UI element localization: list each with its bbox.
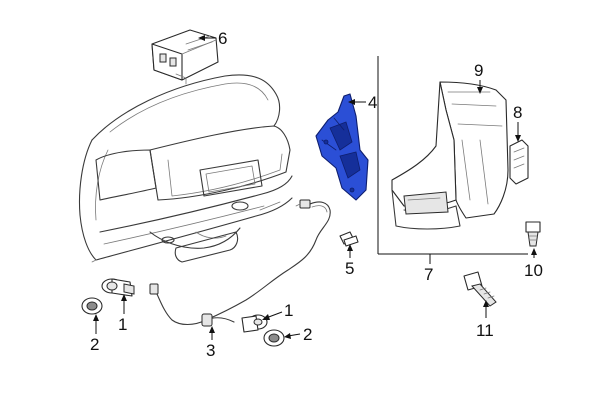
- part-1-sensor-left: [101, 278, 135, 297]
- part-8-clip: [509, 139, 529, 185]
- part-5-bolt: [339, 231, 359, 247]
- callout-1-left: 1: [118, 315, 127, 334]
- part-1-sensor-right: [241, 314, 268, 333]
- callout-11: 11: [476, 321, 494, 340]
- callout-7: 7: [424, 265, 433, 284]
- part-4-bracket-highlighted: [315, 93, 369, 201]
- vehicle-rear-outline: [79, 74, 293, 263]
- callout-1-right: 1: [284, 301, 293, 320]
- leader-lines: [93, 35, 537, 340]
- callout-4: 4: [368, 93, 377, 112]
- callout-2-left: 2: [90, 335, 99, 354]
- part-9-splash-shield: [391, 81, 509, 230]
- callout-6: 6: [218, 29, 227, 48]
- callout-10: 10: [524, 261, 543, 280]
- callout-labels: 6 4 9 8 5 7 10 1 2 3 1 2 11: [90, 29, 543, 360]
- part-10-screw: [525, 221, 541, 247]
- part-2-ring-left: [81, 297, 103, 315]
- callout-3: 3: [206, 341, 215, 360]
- callout-8: 8: [513, 103, 522, 122]
- callout-2-right: 2: [303, 325, 312, 344]
- part-11-bolt: [463, 271, 497, 307]
- part-2-ring-right: [263, 329, 285, 347]
- part-3-wiring-harness: [149, 199, 331, 327]
- callout-9: 9: [474, 61, 483, 80]
- callout-5: 5: [345, 259, 354, 278]
- part-6-control-module: [151, 29, 219, 85]
